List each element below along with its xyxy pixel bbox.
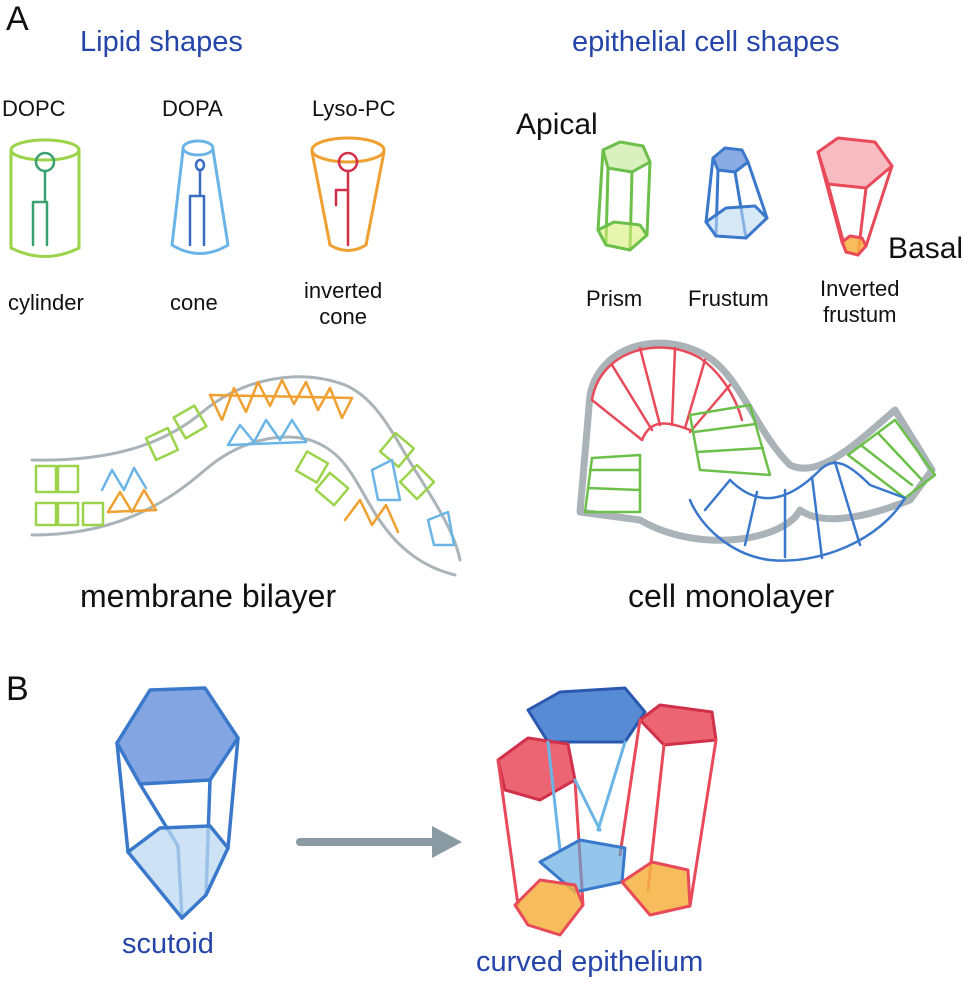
lipid-shape-cylinder: cylinder [8, 290, 84, 315]
arrow-drawing [296, 826, 462, 858]
cell-frustum-drawing [704, 146, 769, 240]
scutoid-label: scutoid [122, 928, 214, 960]
cell-inverted-frustum-drawing [816, 136, 894, 257]
panel-a-letter: A [6, 0, 29, 38]
lipid-shapes-title: Lipid shapes [80, 26, 243, 58]
cell-shape-prism: Prism [586, 286, 643, 311]
scutoid-drawing [115, 686, 240, 920]
lipid-cylinder-drawing [9, 138, 81, 258]
lipid-name-dopc: DOPC [2, 96, 66, 121]
lipid-cone-drawing [170, 139, 230, 255]
lipid-inverted-cone-drawing [310, 136, 386, 252]
cell-prism-drawing [596, 140, 652, 252]
lipid-name-dopa: DOPA [162, 96, 223, 121]
cell-monolayer-label: cell monolayer [628, 578, 835, 614]
apical-label: Apical [516, 108, 598, 141]
cell-shape-frustum: Frustum [688, 286, 769, 311]
lipid-shape-cone: cone [170, 290, 218, 315]
lipid-shape-inverted-cone: inverted cone [304, 278, 383, 330]
membrane-bilayer-label: membrane bilayer [80, 578, 337, 614]
cell-shape-inverted-frustum: Inverted frustum [820, 276, 900, 328]
panel-b-letter: B [6, 670, 29, 708]
lipid-name-lyso-pc: Lyso-PC [312, 96, 396, 121]
epithelial-shapes-title: epithelial cell shapes [572, 26, 840, 58]
curved-epithelium-drawing [496, 686, 718, 937]
curved-epithelium-label: curved epithelium [476, 946, 704, 978]
cell-monolayer-drawing [576, 339, 937, 562]
basal-label: Basal [888, 232, 964, 265]
membrane-bilayer-drawing [30, 375, 462, 577]
